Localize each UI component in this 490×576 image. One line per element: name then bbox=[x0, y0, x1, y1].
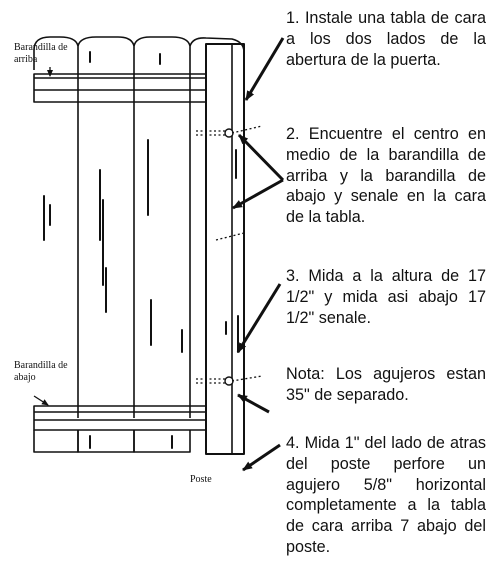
top-hole bbox=[224, 128, 234, 138]
bottom-rail-label: Barandilla de abajo bbox=[14, 360, 68, 383]
bottom-rail bbox=[33, 405, 207, 431]
top-rail-label: Barandilla de arriba bbox=[14, 42, 68, 65]
step-1-text: 1. Instale una tabla de cara a los dos l… bbox=[286, 9, 486, 69]
fence-board bbox=[133, 36, 191, 70]
step-3-text: 3. Mida a la altura de 17 1/2" y mida as… bbox=[286, 267, 486, 327]
post bbox=[205, 43, 245, 455]
step-4-text: 4. Mida 1" del lado de atras del poste p… bbox=[286, 434, 486, 556]
fence-board bbox=[33, 36, 79, 70]
bottom-hole bbox=[224, 376, 234, 386]
note-text: Nota: Los agujeros estan 35" de separado… bbox=[286, 365, 486, 404]
fence-board bbox=[189, 37, 245, 70]
fence-board bbox=[77, 36, 135, 70]
step-2-text: 2. Encuentre el centro en medio de la ba… bbox=[286, 125, 486, 227]
post-label: Poste bbox=[190, 474, 212, 485]
